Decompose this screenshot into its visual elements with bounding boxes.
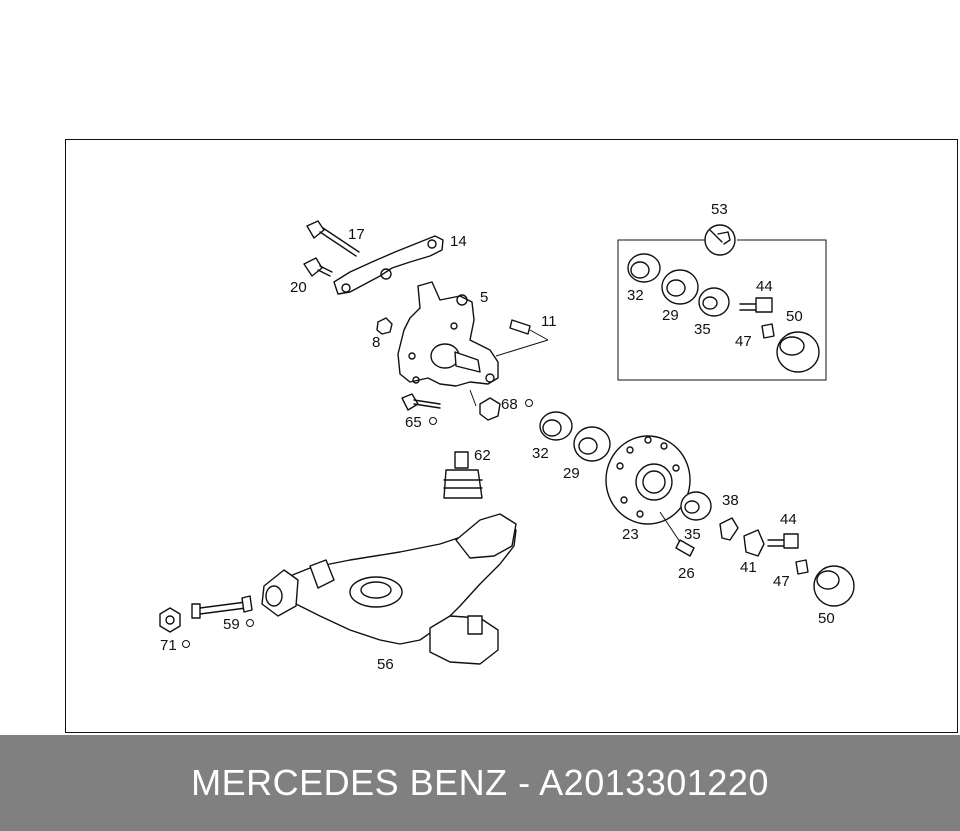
inset-bolt-44 xyxy=(739,297,773,313)
part-38-washer xyxy=(719,517,739,541)
part-50-cap xyxy=(813,565,855,607)
footer-title: MERCEDES BENZ - A2013301220 xyxy=(191,762,769,803)
label-47: 47 xyxy=(773,573,790,590)
part-56-lower-control-arm xyxy=(261,513,517,665)
label-44: 44 xyxy=(780,511,797,528)
part-17-bolt xyxy=(306,220,360,257)
inset-bearing-29 xyxy=(661,269,699,305)
replacement-marker-icon xyxy=(182,399,533,648)
part-26-stud xyxy=(659,511,695,557)
label-11: 11 xyxy=(541,313,557,330)
label-71: 71 xyxy=(160,637,177,654)
label-68: 68 xyxy=(501,396,518,413)
label-8: 8 xyxy=(372,334,380,351)
label-32-inset: 32 xyxy=(627,287,644,304)
part-11-pins xyxy=(495,319,549,357)
inset-bearing-35 xyxy=(698,287,730,317)
label-5: 5 xyxy=(480,289,488,306)
part-35-bearing xyxy=(680,491,712,521)
inset-cap-50 xyxy=(776,331,820,373)
label-50-inset: 50 xyxy=(786,308,803,325)
bearing-kit-inset xyxy=(617,239,827,381)
part-32-seal xyxy=(539,411,573,441)
footer-bar: MERCEDES BENZ - A2013301220 xyxy=(0,735,960,831)
label-14: 14 xyxy=(450,233,467,250)
part-29-bearing xyxy=(573,426,611,462)
label-44-inset: 44 xyxy=(756,278,773,295)
label-50: 50 xyxy=(818,610,835,627)
label-41: 41 xyxy=(740,559,757,576)
inset-clip-47 xyxy=(761,323,775,339)
label-59: 59 xyxy=(223,616,240,633)
part-62-ball-joint xyxy=(443,451,483,499)
part-23-wheel-hub xyxy=(605,435,691,525)
label-20: 20 xyxy=(290,279,307,296)
label-17: 17 xyxy=(348,226,365,243)
inset-seal-32 xyxy=(627,253,661,283)
wrench-icon xyxy=(704,224,736,256)
label-35-inset: 35 xyxy=(694,321,711,338)
label-29: 29 xyxy=(563,465,580,482)
part-5-steering-knuckle xyxy=(397,281,499,387)
label-53: 53 xyxy=(711,201,728,218)
part-71-nut xyxy=(159,607,181,633)
label-38: 38 xyxy=(722,492,739,509)
part-44-bolt xyxy=(767,533,799,549)
diagram-frame xyxy=(65,139,958,733)
part-68-nut xyxy=(469,389,501,421)
label-47-inset: 47 xyxy=(735,333,752,350)
part-59-bolt xyxy=(191,595,253,619)
label-65: 65 xyxy=(405,414,422,431)
label-56: 56 xyxy=(377,656,394,673)
part-14-steering-arm xyxy=(333,235,444,295)
part-65-bolt xyxy=(401,393,441,411)
label-62: 62 xyxy=(474,447,491,464)
label-35: 35 xyxy=(684,526,701,543)
label-32: 32 xyxy=(532,445,549,462)
label-29-inset: 29 xyxy=(662,307,679,324)
part-8-nut xyxy=(376,317,393,335)
part-41-nut xyxy=(743,529,765,557)
part-47-clip xyxy=(795,559,809,575)
label-23: 23 xyxy=(622,526,639,543)
exploded-parts-diagram: 53 17 14 20 5 11 8 32 29 35 44 50 47 65 … xyxy=(159,201,855,673)
label-26: 26 xyxy=(678,565,695,582)
part-20-bolt xyxy=(303,257,333,277)
